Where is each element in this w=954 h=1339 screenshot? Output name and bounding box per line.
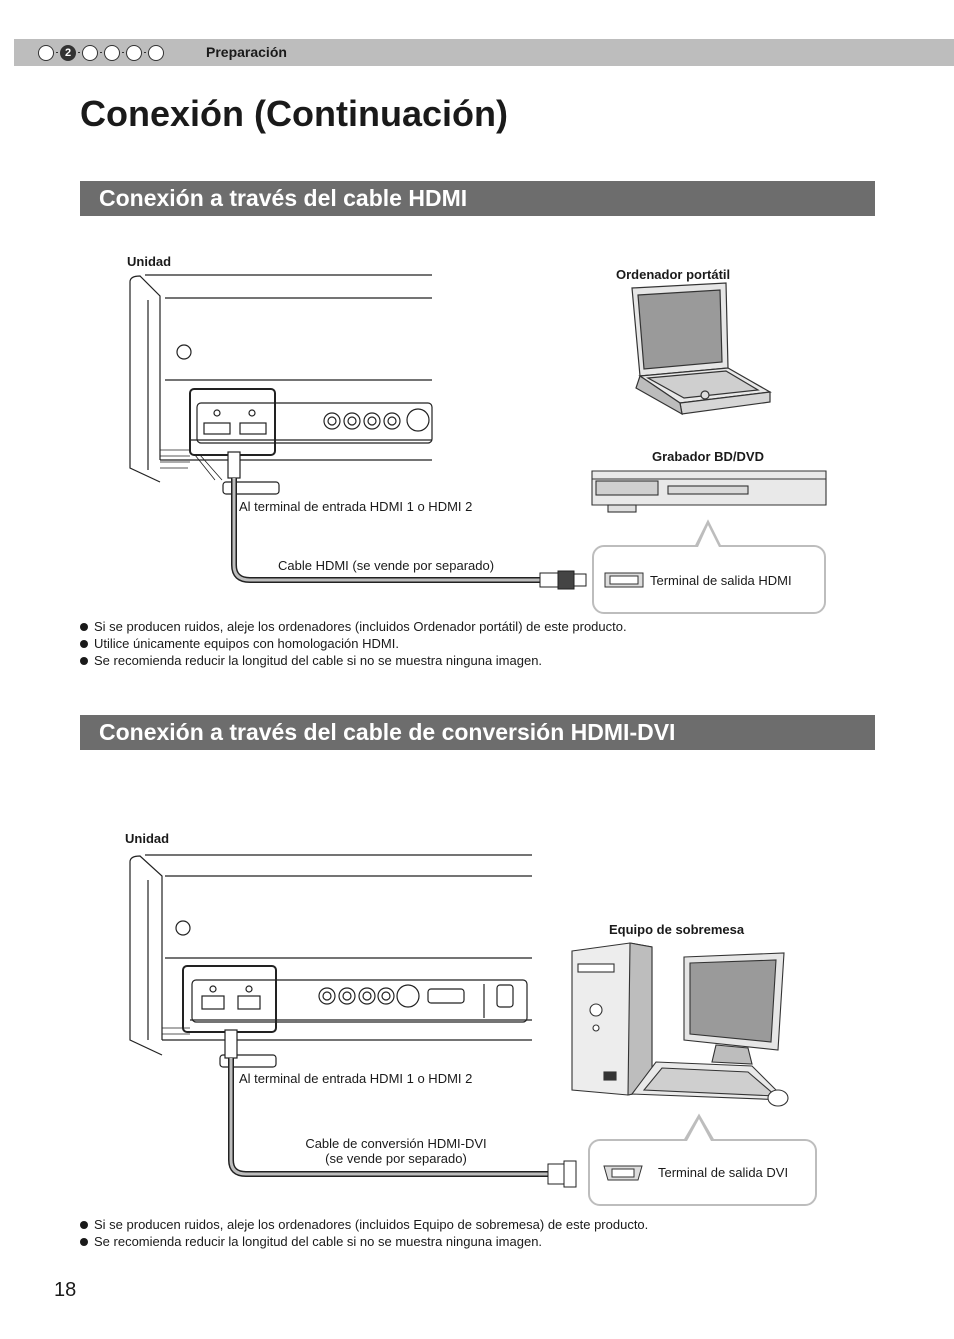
- laptop-illustration: [631, 282, 772, 416]
- section-heading-hdmi: Conexión a través del cable HDMI: [80, 181, 875, 216]
- step-4: [104, 44, 120, 61]
- header-bar: [14, 39, 954, 66]
- hdmi-input-label-1: Al terminal de entrada HDMI 1 o HDMI 2: [239, 499, 473, 514]
- step-5: [126, 44, 142, 61]
- step-2-current: 2: [60, 44, 76, 61]
- callout-pointer-1: [695, 520, 722, 548]
- note-item: Se recomienda reducir la longitud del ca…: [80, 1233, 648, 1250]
- hdmi-cable-label: Cable HDMI (se vende por separado): [278, 558, 495, 573]
- desktop-pc-illustration: [571, 942, 789, 1107]
- chapter-title: Preparación: [206, 44, 287, 60]
- note-item: Utilice únicamente equipos con homologac…: [80, 635, 627, 652]
- note-item: Si se producen ruidos, aleje los ordenad…: [80, 1216, 648, 1233]
- hdmi-output-label: Terminal de salida HDMI: [650, 573, 792, 588]
- section1-notes: Si se producen ruidos, aleje los ordenad…: [80, 618, 627, 669]
- section2-notes: Si se producen ruidos, aleje los ordenad…: [80, 1216, 648, 1250]
- recorder-label: Grabador BD/DVD: [652, 449, 764, 464]
- hdmi-input-label-2: Al terminal de entrada HDMI 1 o HDMI 2: [239, 1071, 473, 1086]
- step-6: [148, 44, 164, 61]
- section-heading-hdmi-dvi: Conexión a través del cable de conversió…: [80, 715, 875, 750]
- dvi-output-label: Terminal de salida DVI: [658, 1165, 789, 1180]
- step-1: [38, 44, 54, 61]
- projector-rear-illustration-1: [129, 274, 433, 495]
- page-title: Conexión (Continuación): [80, 93, 508, 134]
- step-3: [82, 44, 98, 61]
- bd-dvd-recorder-illustration: [591, 470, 827, 513]
- chapter-steps: 2: [38, 43, 166, 62]
- hdmi-dvi-cable-label: Cable de conversión HDMI-DVI (se vende p…: [305, 1136, 487, 1166]
- callout-pointer-2: [684, 1114, 714, 1142]
- unit-label-1: Unidad: [127, 254, 172, 269]
- note-item: Si se producen ruidos, aleje los ordenad…: [80, 618, 627, 635]
- note-item: Se recomienda reducir la longitud del ca…: [80, 652, 627, 669]
- hdmi-cable-1: [227, 451, 587, 590]
- projector-rear-illustration-2: [129, 854, 532, 1068]
- page-number: 18: [54, 1279, 77, 1301]
- desktop-label: Equipo de sobremesa: [609, 922, 745, 937]
- unit-label-2: Unidad: [125, 831, 170, 846]
- laptop-label: Ordenador portátil: [616, 267, 731, 282]
- hdmi-dvi-cable: [224, 1029, 577, 1188]
